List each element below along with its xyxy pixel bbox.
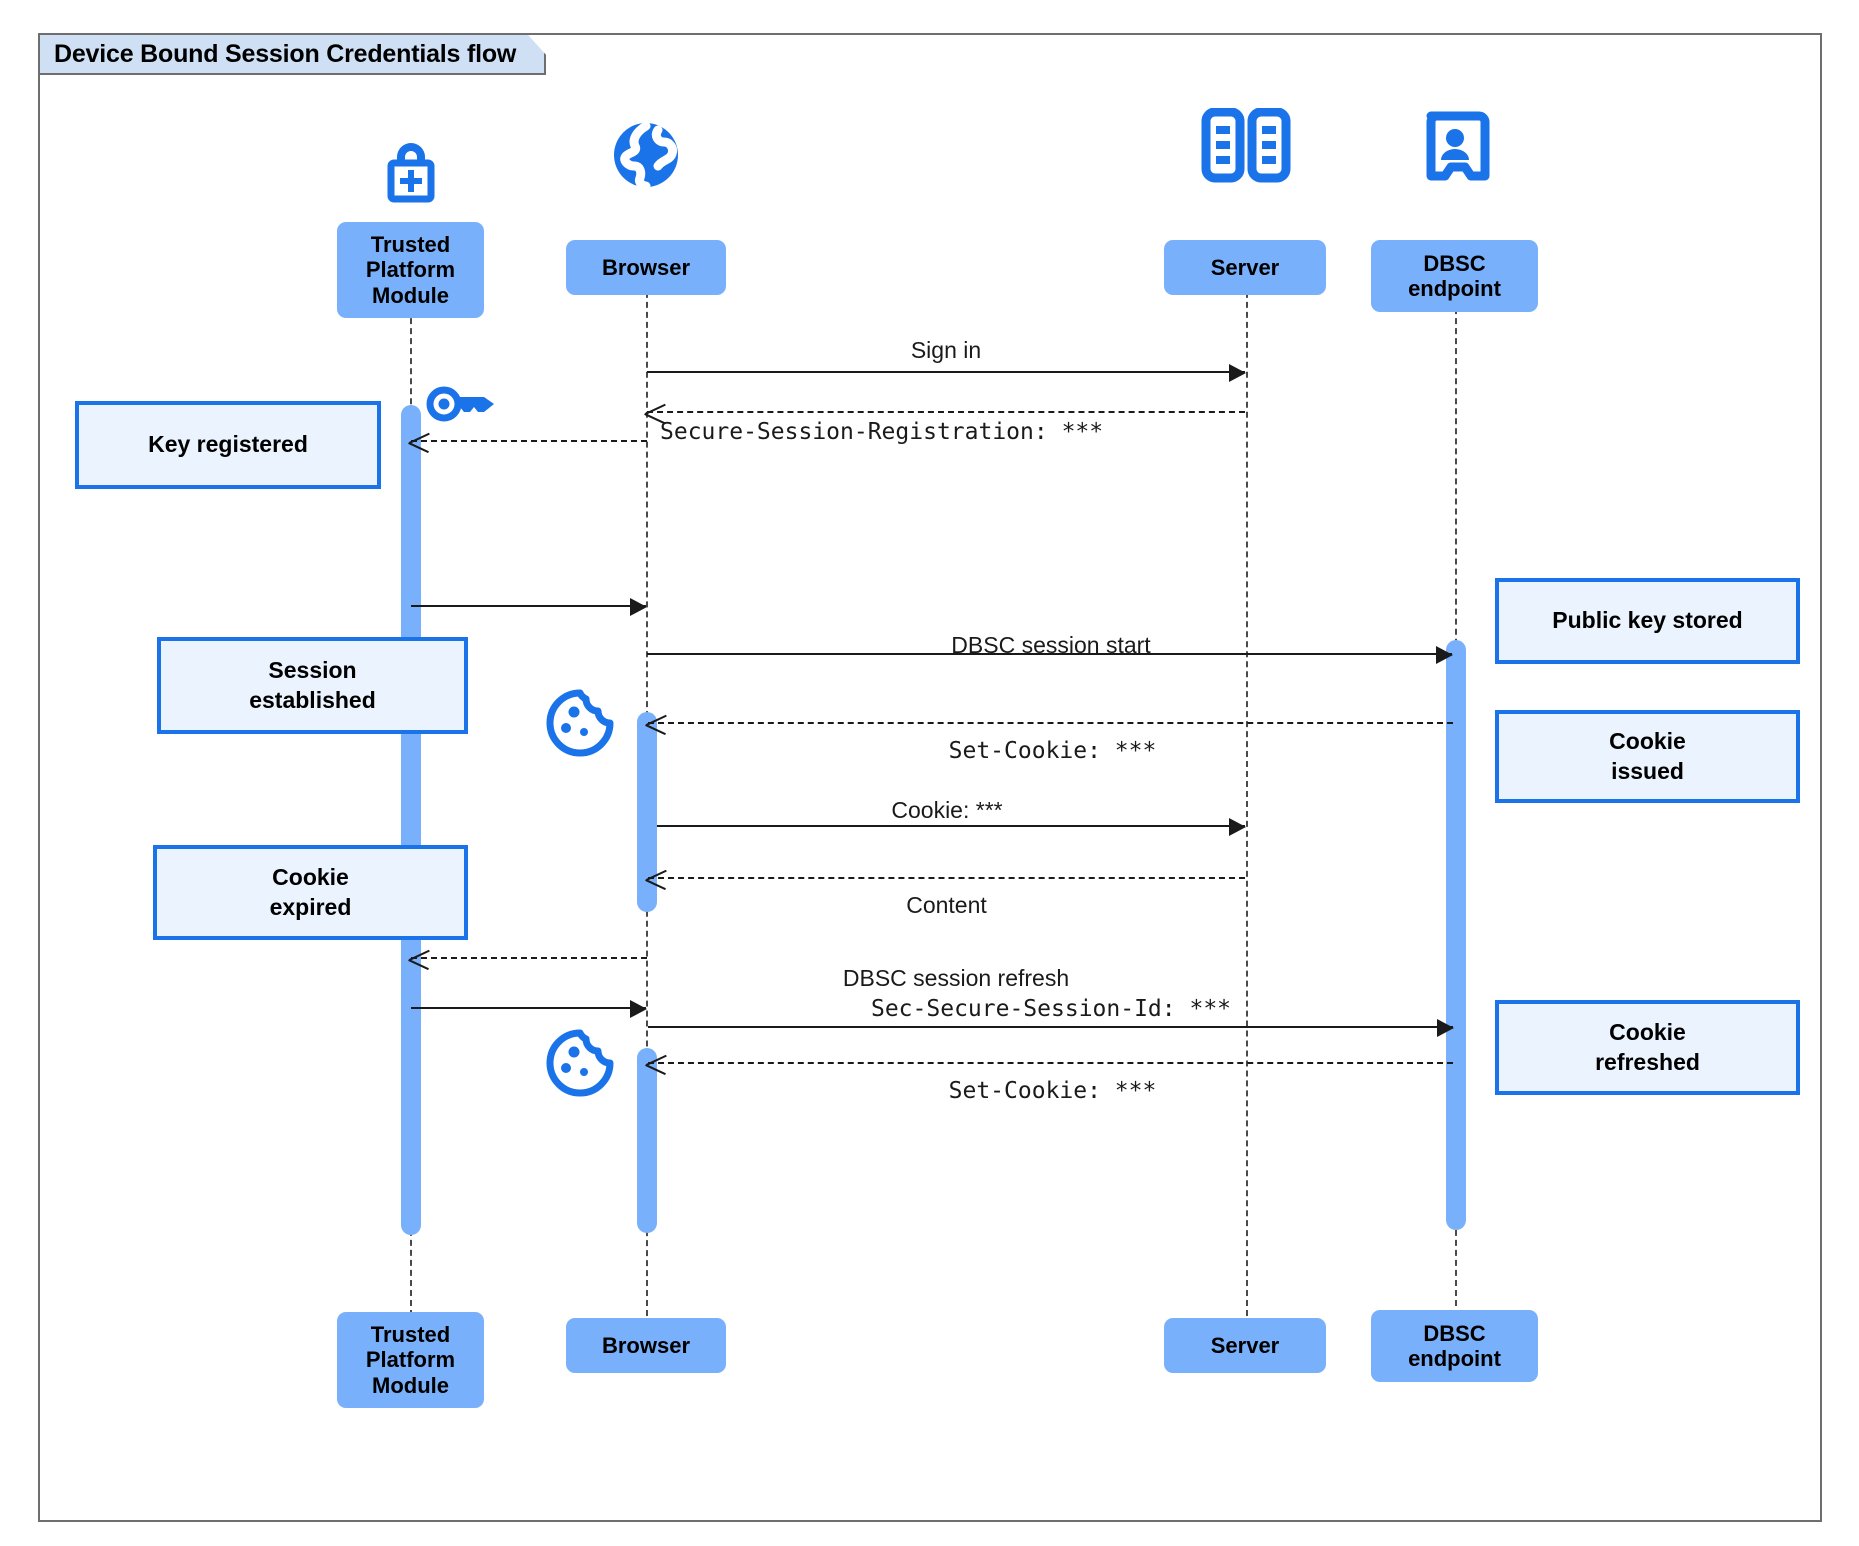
- cookie-icon-2: [544, 1028, 616, 1098]
- message-arrow-dbsc-session-refresh: [411, 957, 647, 959]
- arrowhead-right-icon: [1229, 818, 1246, 836]
- activation-bar-browser-1: [637, 712, 657, 912]
- participant-dbsc-bottom[interactable]: DBSC endpoint: [1371, 1310, 1538, 1382]
- arrowhead-left-icon: [409, 949, 429, 969]
- activation-bar-dbsc: [1446, 640, 1466, 1230]
- participant-label: Trusted: [370, 1322, 451, 1348]
- key-icon: [424, 380, 502, 428]
- diagram-frame: [38, 33, 1822, 1522]
- participant-browser-bottom[interactable]: Browser: [566, 1318, 726, 1373]
- message-label-cookie: Cookie: ***: [891, 797, 1003, 823]
- activation-bar-tpm: [401, 405, 421, 1235]
- arrowhead-right-icon: [1436, 646, 1453, 664]
- arrowhead-right-icon: [630, 1000, 647, 1018]
- arrowhead-right-icon: [1229, 364, 1246, 382]
- message-label-content: Content: [906, 892, 987, 918]
- message-label-set-cookie-2: Set-Cookie: ***: [948, 1078, 1157, 1104]
- message-label-sec-secure-session-id: Sec-Secure-Session-Id: ***: [870, 996, 1232, 1022]
- participant-tpm-top[interactable]: Trusted Platform Module: [337, 222, 484, 318]
- note-label: Cookie: [1609, 727, 1686, 754]
- diagram-title-tab: Device Bound Session Credentials flow: [40, 35, 546, 75]
- message-arrow-secure-session-registration: [647, 411, 1245, 413]
- note-label: Public key stored: [1552, 607, 1743, 634]
- globe-icon: [602, 120, 690, 192]
- message-arrow-cookie: [657, 818, 1246, 836]
- badge-icon: [1415, 110, 1495, 188]
- participant-label: Browser: [601, 1332, 691, 1358]
- message-arrow-content: [648, 877, 1245, 879]
- participant-tpm-bottom[interactable]: Trusted Platform Module: [337, 1312, 484, 1408]
- cookie-icon-1: [544, 688, 616, 758]
- participant-dbsc-top[interactable]: DBSC endpoint: [1371, 240, 1538, 312]
- message-arrow-set-cookie-1: [648, 722, 1453, 724]
- participant-label: Platform: [365, 1347, 456, 1373]
- arrowhead-left-icon: [646, 714, 666, 734]
- message-arrow-sec-secure-session-id: [648, 1019, 1454, 1037]
- message-arrow-set-cookie-2: [648, 1062, 1453, 1064]
- activation-bar-browser-2: [637, 1048, 657, 1233]
- note-cookie-refreshed: Cookie refreshed: [1495, 1000, 1800, 1095]
- note-label: expired: [269, 893, 352, 920]
- message-label-set-cookie-1: Set-Cookie: ***: [948, 738, 1157, 764]
- participant-label: Browser: [601, 254, 691, 280]
- participant-label: endpoint: [1408, 1346, 1501, 1371]
- note-session-established: Session established: [157, 637, 468, 734]
- message-arrow-tpm-signed-challenge: [411, 1000, 647, 1018]
- message-label-dbsc-session-refresh: DBSC session refresh: [842, 965, 1070, 991]
- lock-plus-icon: [367, 123, 455, 203]
- participant-label: Module: [372, 282, 449, 308]
- participant-label: Server: [1210, 254, 1280, 280]
- arrowhead-right-icon: [1437, 1019, 1454, 1037]
- arrowhead-left-icon: [409, 432, 429, 452]
- participant-server-bottom[interactable]: Server: [1164, 1318, 1326, 1373]
- note-cookie-expired: Cookie expired: [153, 845, 468, 940]
- arrowhead-left-icon: [646, 869, 666, 889]
- message-arrow-tpm-to-browser: [411, 598, 647, 616]
- message-arrow-sign-in: [647, 364, 1246, 382]
- note-label: Session: [268, 656, 357, 683]
- lifeline-server: [1246, 252, 1248, 1316]
- participant-label: endpoint: [1408, 276, 1501, 301]
- participant-label: DBSC: [1423, 250, 1486, 276]
- server-icon: [1198, 107, 1294, 186]
- note-label: established: [249, 686, 376, 713]
- participant-server-top[interactable]: Server: [1164, 240, 1326, 295]
- note-label: Cookie: [272, 863, 349, 890]
- note-label: Key registered: [148, 431, 308, 458]
- arrowhead-left-icon: [646, 1054, 666, 1074]
- note-label: refreshed: [1595, 1048, 1700, 1075]
- note-public-key-stored: Public key stored: [1495, 578, 1800, 664]
- participant-browser-top[interactable]: Browser: [566, 240, 726, 295]
- participant-label: Module: [372, 1372, 449, 1398]
- message-label-sign-in: Sign in: [910, 337, 982, 363]
- participant-label: DBSC: [1423, 1320, 1486, 1346]
- message-arrow-register-key-to-tpm: [411, 440, 647, 442]
- note-label: issued: [1611, 757, 1684, 784]
- message-arrow-dbsc-session-start: [647, 646, 1453, 664]
- participant-label: Server: [1210, 1332, 1280, 1358]
- note-key-registered: Key registered: [75, 401, 381, 489]
- message-label-secure-session-registration: Secure-Session-Registration: ***: [660, 419, 1104, 445]
- note-cookie-issued: Cookie issued: [1495, 710, 1800, 803]
- participant-label: Platform: [365, 257, 456, 283]
- page-title: Device Bound Session Credentials flow: [54, 39, 517, 68]
- participant-label: Trusted: [370, 232, 451, 258]
- arrowhead-right-icon: [630, 598, 647, 616]
- note-label: Cookie: [1609, 1018, 1686, 1045]
